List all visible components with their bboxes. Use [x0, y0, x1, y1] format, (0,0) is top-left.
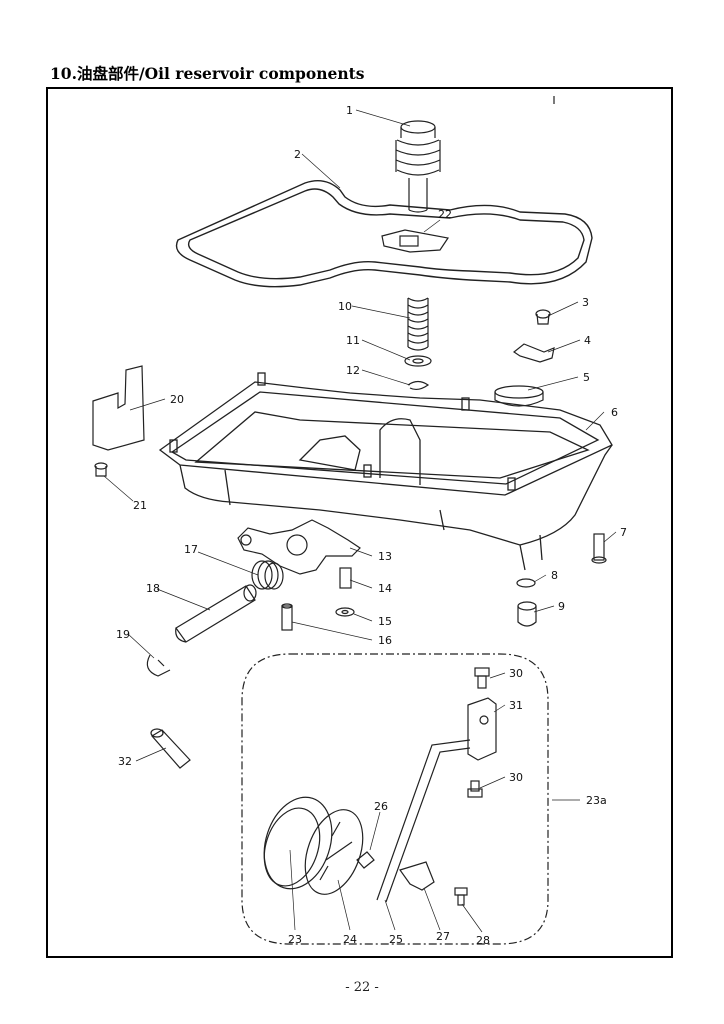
part-bellows-cup	[395, 120, 441, 213]
callout-30-mid: 30	[509, 771, 523, 784]
part-o-ring	[516, 578, 536, 588]
callout-9: 9	[558, 600, 565, 613]
callout-8: 8	[551, 569, 558, 582]
callout-4: 4	[584, 334, 591, 347]
callout-12: 12	[346, 364, 360, 377]
part-sleeve	[339, 567, 352, 589]
callout-31: 31	[509, 699, 523, 712]
part-baffle-plate	[92, 365, 145, 451]
part-drain-bolt	[591, 533, 607, 564]
part-washer	[404, 355, 432, 367]
callout-23a: 23a	[586, 794, 607, 807]
part-gasket	[175, 180, 593, 288]
diagram-frame	[46, 87, 673, 958]
part-shaft	[175, 584, 257, 643]
callout-labels: 1 2 22 10 3 4 11 12 5 20 6 21 13 17 18 1…	[116, 104, 627, 947]
part-pin	[94, 462, 108, 477]
part-bolt-top	[474, 667, 490, 689]
part-torsion-spring	[251, 560, 284, 590]
callout-13: 13	[378, 550, 392, 563]
part-spring	[407, 297, 429, 351]
part-drain-plug	[517, 601, 537, 627]
part-spring-clip	[399, 861, 435, 891]
callout-25: 25	[389, 933, 403, 946]
part-set-screw	[356, 851, 375, 869]
callout-20: 20	[170, 393, 184, 406]
callout-2: 2	[294, 148, 301, 161]
part-cap	[494, 385, 544, 407]
part-bolt-mid	[467, 780, 483, 798]
part-e-ring	[407, 380, 430, 391]
callout-21: 21	[133, 499, 147, 512]
leader-lines	[103, 109, 617, 933]
callout-14: 14	[378, 582, 392, 595]
callout-27: 27	[436, 930, 450, 943]
callout-22: 22	[438, 208, 452, 221]
callout-15: 15	[378, 615, 392, 628]
callout-3: 3	[582, 296, 589, 309]
part-float-disc	[263, 796, 333, 890]
callout-32: 32	[118, 755, 132, 768]
part-small-bolt	[454, 887, 468, 906]
callout-30-top: 30	[509, 667, 523, 680]
page-title: 10.油盘部件/Oil reservoir components	[50, 64, 365, 83]
callout-6: 6	[611, 406, 618, 419]
part-clip	[381, 229, 450, 253]
part-float-rod	[376, 739, 471, 903]
callout-5: 5	[583, 371, 590, 384]
callout-26: 26	[374, 800, 388, 813]
callout-7: 7	[620, 526, 627, 539]
callout-1: 1	[346, 104, 353, 117]
part-stud	[281, 603, 293, 631]
part-nut	[335, 607, 355, 617]
part-float-plate	[304, 809, 364, 895]
callout-10: 10	[338, 300, 352, 313]
page-number: - 22 -	[345, 980, 379, 995]
callout-28: 28	[476, 934, 490, 947]
part-bracket-plate	[512, 343, 555, 363]
part-retaining-ring	[146, 654, 171, 677]
part-lock-pin	[150, 728, 191, 769]
callout-24: 24	[343, 933, 357, 946]
callout-18: 18	[146, 582, 160, 595]
callout-16: 16	[378, 634, 392, 647]
callout-17: 17	[184, 543, 198, 556]
callout-19: 19	[116, 628, 130, 641]
subassembly-23a-outline	[241, 653, 549, 945]
part-rod-holder	[467, 697, 497, 761]
part-oil-pan	[158, 372, 613, 571]
callout-23: 23	[288, 933, 302, 946]
callout-11: 11	[346, 334, 360, 347]
part-small-screw	[535, 309, 551, 325]
part-lever-bracket	[237, 519, 361, 575]
